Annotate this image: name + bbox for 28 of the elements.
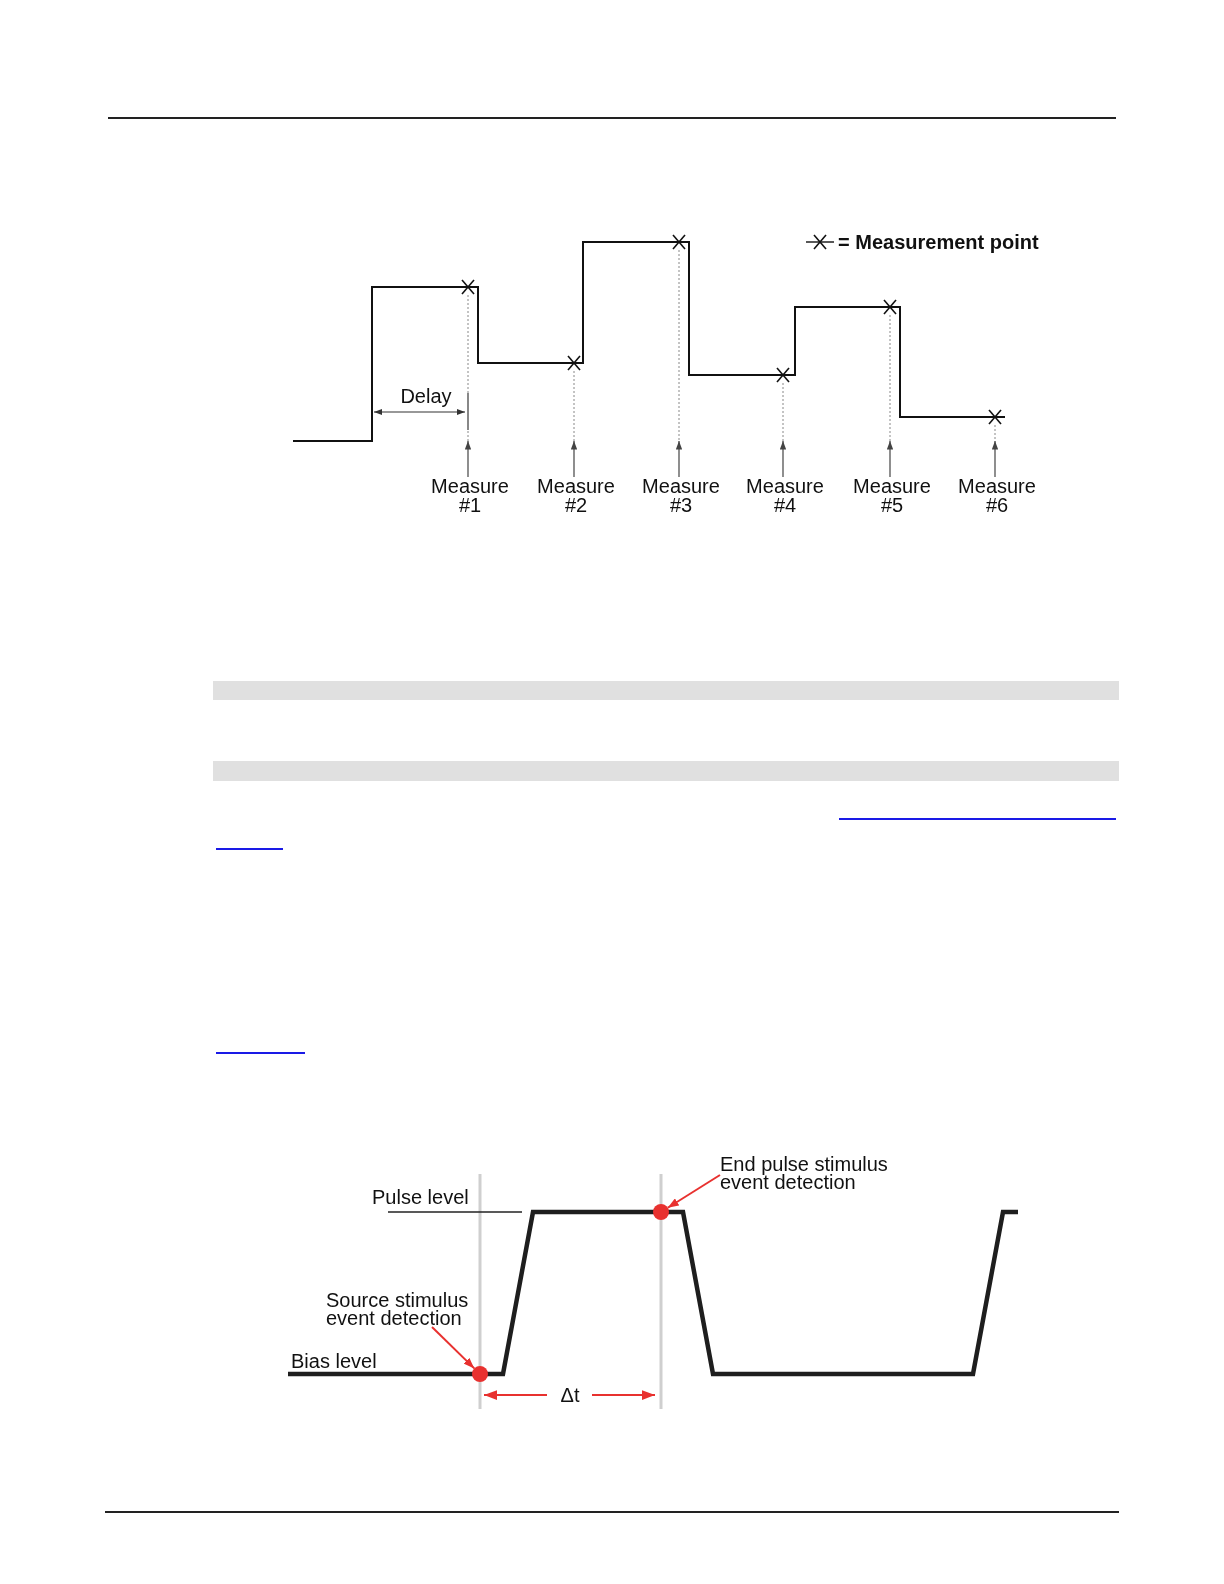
callout-text: End pulse stimulus event detection [720, 1155, 900, 1191]
arrow [886, 440, 894, 478]
arrow [464, 440, 472, 478]
measure-label: Measure #2 [537, 477, 615, 515]
level-label: Bias level [291, 1352, 377, 1370]
measurement-point-marker [461, 279, 475, 441]
callout-text: Source stimulus event detection [326, 1291, 482, 1327]
arrow [779, 440, 787, 478]
measurement-point-marker [883, 299, 897, 441]
measurement-point-marker [567, 355, 581, 441]
arrow [675, 440, 683, 478]
measure-label: Measure #6 [958, 477, 1036, 515]
arrow [666, 1174, 721, 1209]
measurement-point-marker [672, 234, 686, 441]
measure-label: Measure #5 [853, 477, 931, 515]
legend-text: = Measurement point [838, 232, 1039, 252]
measure-label: Measure #3 [642, 477, 720, 515]
level-label: Pulse level [372, 1188, 469, 1206]
measure-label: Measure #1 [431, 477, 509, 515]
measurement-point-marker [988, 409, 1002, 441]
arrow [991, 440, 999, 478]
measure-label: Measure #4 [746, 477, 824, 515]
shaded-bar [213, 681, 1119, 700]
shaded-bar [213, 761, 1119, 781]
measurement-point-marker [776, 367, 790, 441]
dimension-label: Δt [560, 1386, 580, 1404]
arrow [570, 440, 578, 478]
arrow [431, 1326, 476, 1370]
